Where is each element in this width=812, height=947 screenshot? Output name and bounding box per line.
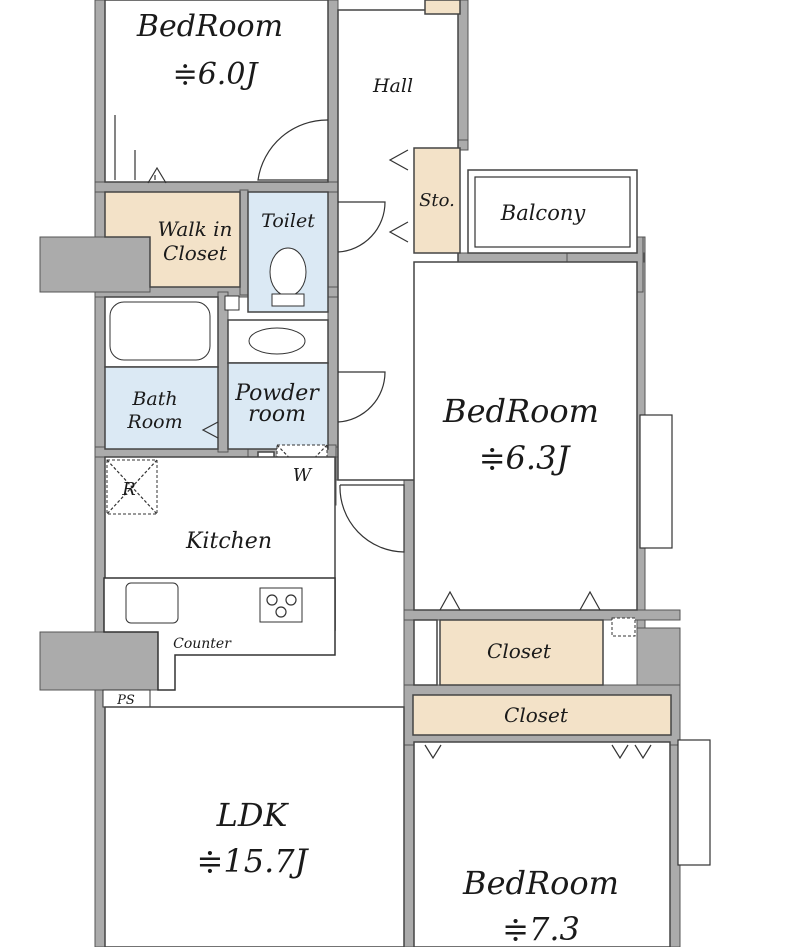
- pillar: [39, 236, 151, 293]
- bedroom2-door[interactable]: [339, 484, 405, 553]
- bathtub-icon: [109, 301, 211, 361]
- burner-icon: [285, 594, 297, 606]
- sto-door-icon: [388, 149, 409, 243]
- stove-icon: [259, 587, 303, 623]
- closet1: [439, 619, 604, 686]
- bedroom1-size: ≑6.0J: [173, 57, 260, 92]
- closet-door-icon: [147, 166, 167, 184]
- left-wall: [94, 0, 106, 947]
- window-blinds: [114, 115, 156, 180]
- bedroom2-window: [639, 414, 673, 549]
- bedroom3-label: BedRoom: [462, 864, 619, 902]
- bath-label: Room: [126, 411, 182, 433]
- closet1-label: Closet: [487, 639, 552, 663]
- closet-gap: [413, 619, 438, 686]
- bath-label: Bath: [131, 388, 177, 410]
- balcony: [467, 169, 638, 254]
- bedroom1-door[interactable]: [257, 119, 329, 181]
- storage: [413, 147, 461, 254]
- bedroom3: [413, 741, 671, 947]
- kitchen-label: Kitchen: [185, 529, 272, 554]
- bedroom1: [104, 0, 329, 183]
- toilet-tank-icon: [271, 293, 305, 307]
- wall: [239, 189, 249, 296]
- burner-icon: [266, 594, 278, 606]
- closet2-label: Closet: [504, 703, 569, 727]
- bedroom2-size: ≑6.3J: [479, 439, 572, 477]
- hall-right-wall: [457, 0, 469, 146]
- burner-icon: [275, 606, 287, 618]
- bath-room: [104, 366, 219, 450]
- closet-door-icon: [424, 744, 652, 760]
- toilet-bowl-icon: [269, 247, 307, 297]
- counter-label: Counter: [173, 636, 232, 652]
- wall: [403, 609, 681, 621]
- bedroom2: [413, 261, 638, 611]
- shoe-closet: [424, 0, 461, 15]
- fridge-label: R: [121, 479, 136, 500]
- wall: [217, 291, 229, 453]
- ldk: [104, 706, 405, 947]
- walk-in-closet-label: Closet: [163, 241, 228, 265]
- powder-room: [227, 362, 329, 450]
- walk-in-closet: [104, 191, 241, 288]
- kitchen-sink-icon: [125, 582, 179, 624]
- pipe-space: [611, 617, 636, 637]
- balcony-rail: [474, 176, 631, 248]
- closet2: [412, 694, 672, 736]
- washer-label: W: [293, 465, 313, 486]
- ldk-size: ≑15.7J: [197, 842, 310, 880]
- walk-in-closet-label: Walk in: [158, 217, 233, 241]
- ps-label: PS: [116, 693, 135, 708]
- toilet-door[interactable]: [337, 201, 386, 253]
- ldk-label: LDK: [216, 796, 290, 834]
- sink-icon: [248, 327, 306, 355]
- pillar: [39, 631, 159, 691]
- bath-door-icon: [201, 421, 219, 439]
- storage-label: Sto.: [419, 190, 455, 211]
- powder-room-label: room: [248, 402, 306, 427]
- pipe-space: [224, 295, 240, 311]
- powder-door[interactable]: [337, 371, 386, 423]
- bedroom1-label: BedRoom: [136, 9, 283, 44]
- toilet-label: Toilet: [261, 210, 315, 232]
- bedroom3-window: [677, 739, 711, 866]
- hall-label: Hall: [372, 75, 413, 97]
- fridge-cross: [106, 459, 158, 515]
- closet-door-icon: [439, 590, 601, 611]
- bedroom2-label: BedRoom: [442, 392, 599, 430]
- wall-bedroom-hall: [327, 0, 339, 481]
- wall: [94, 181, 339, 193]
- balcony-label: Balcony: [500, 201, 587, 225]
- bedroom3-size: ≑7.3: [502, 910, 580, 947]
- powder-room-label: Powder: [234, 381, 320, 406]
